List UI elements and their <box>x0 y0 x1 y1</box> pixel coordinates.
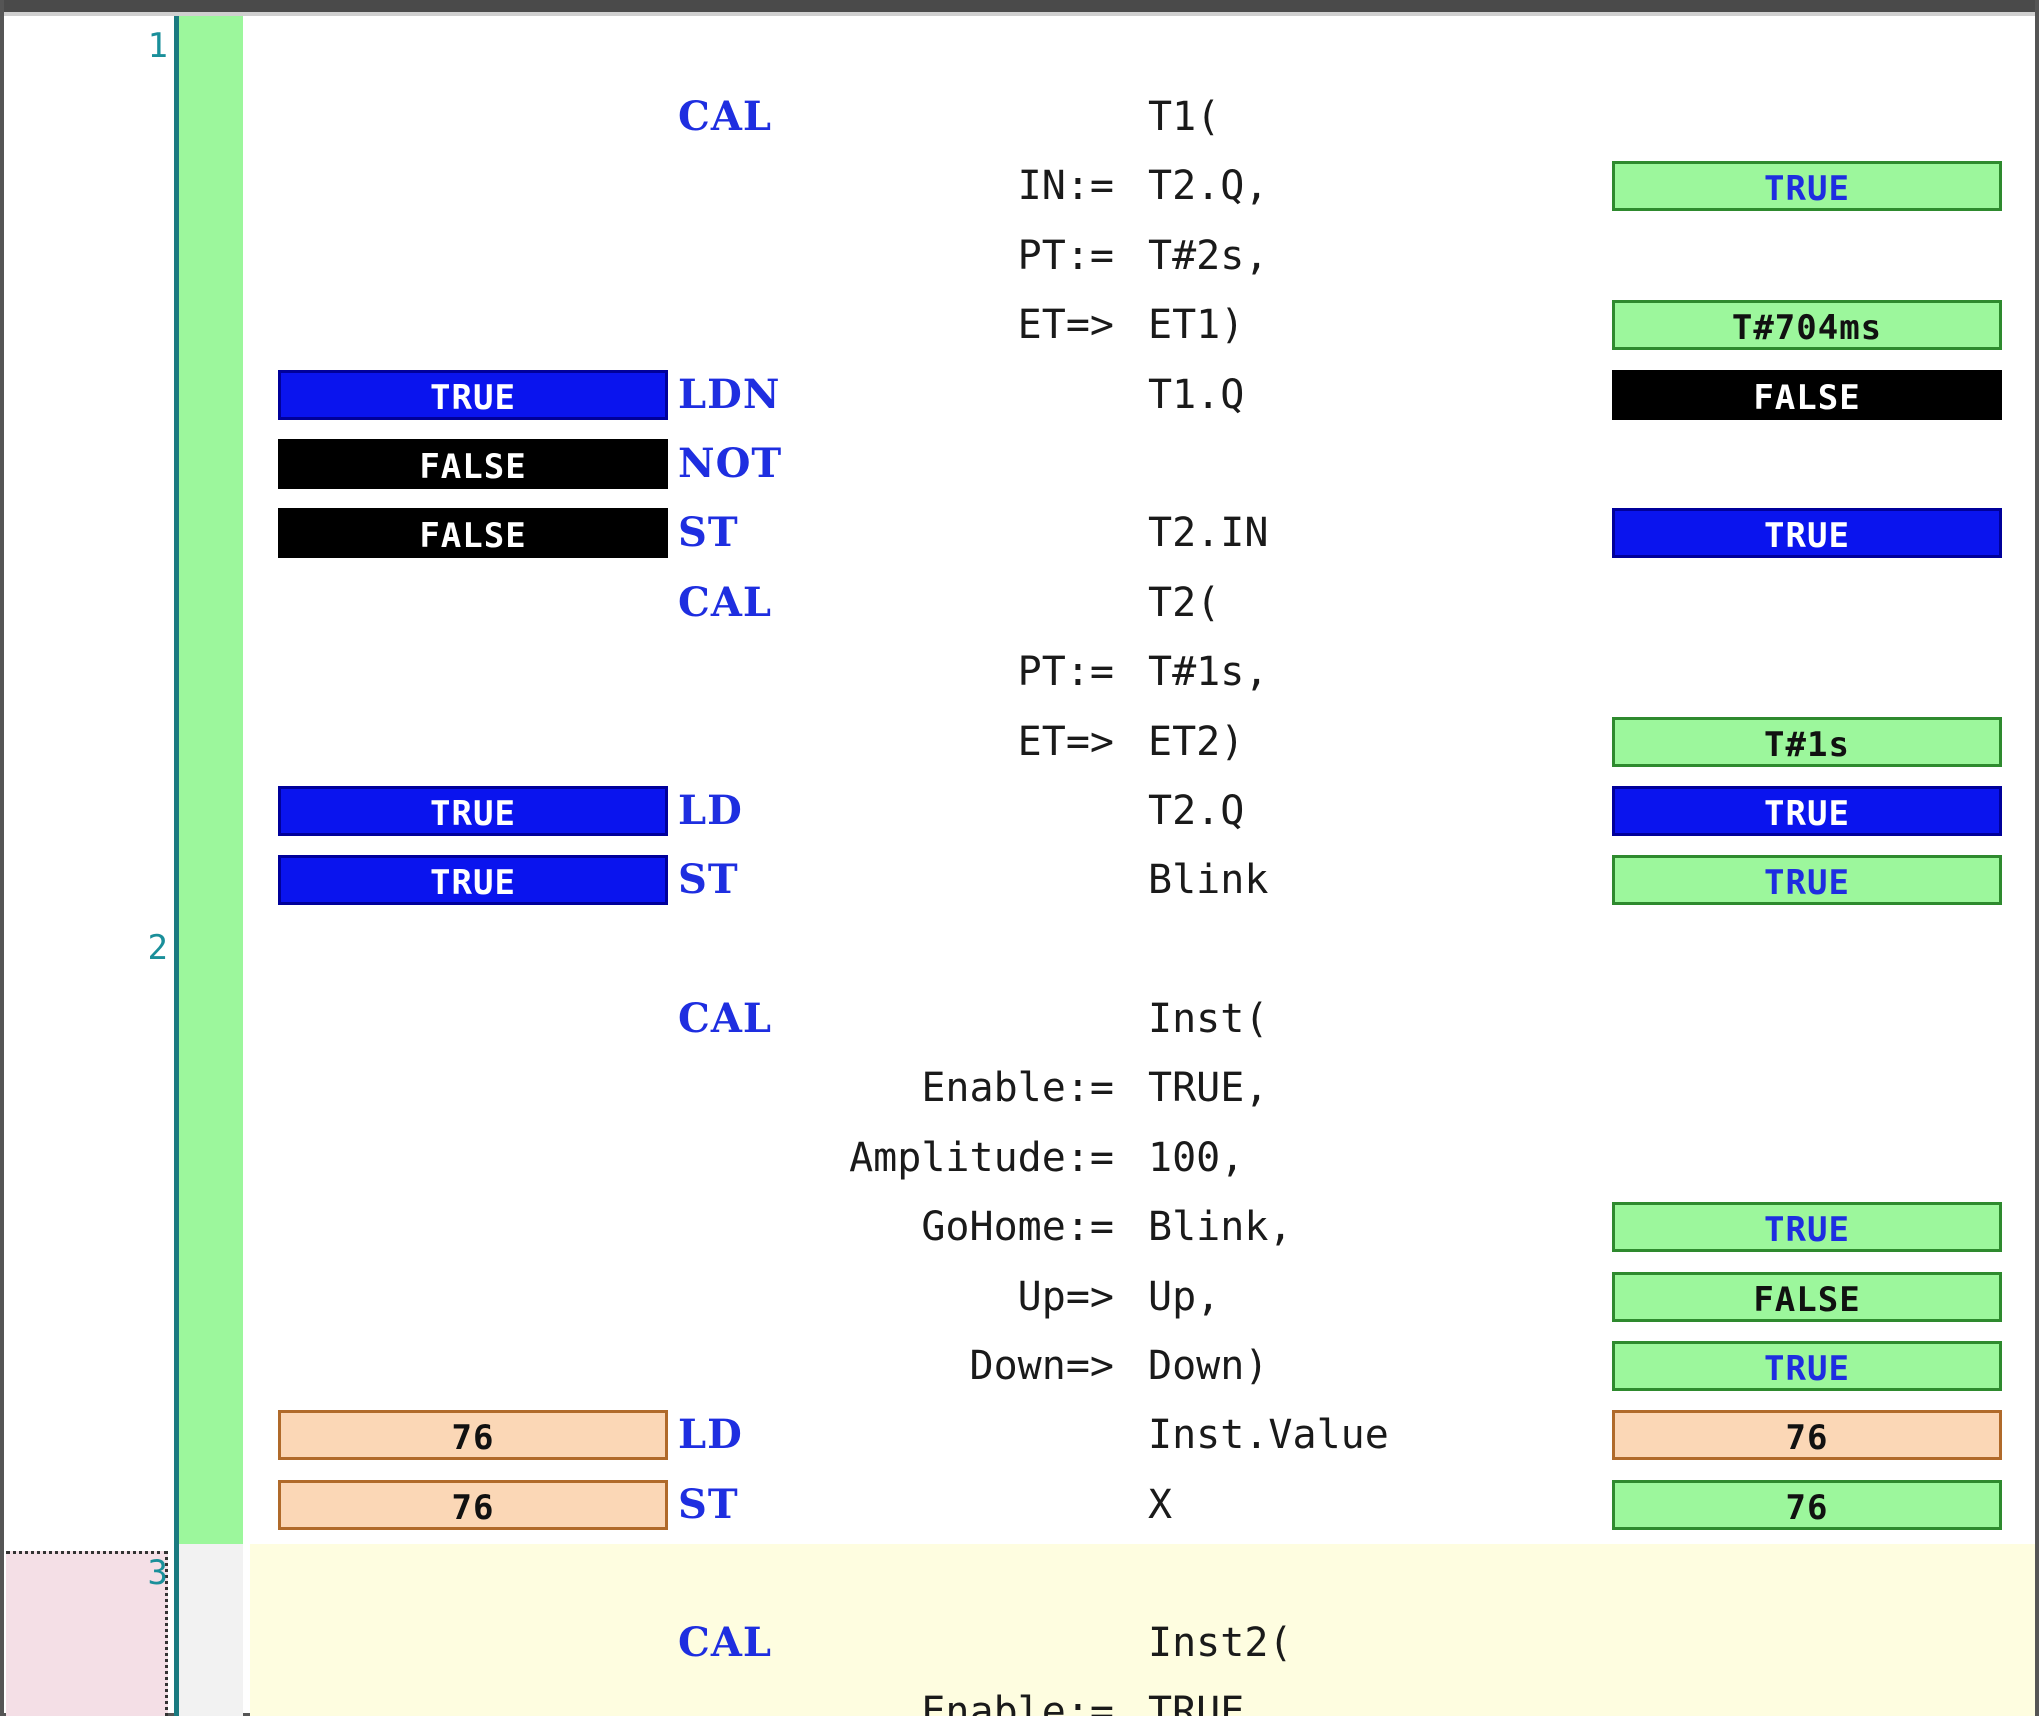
parameter-name: IN:= <box>1017 163 1114 209</box>
accumulator-value-box: TRUE <box>278 786 668 836</box>
parameter-name: Enable:= <box>921 1065 1114 1111</box>
code-line[interactable]: Enable:= TRUE, <box>0 1059 2039 1117</box>
operand-value-box: 76 <box>1612 1410 2002 1460</box>
parameter-name: ET=> <box>1017 719 1114 765</box>
network-number: 2 <box>147 928 168 968</box>
code-line[interactable]: Up=> Up, FALSE <box>0 1268 2039 1326</box>
network-1-active-marker <box>179 16 243 919</box>
instruction-operator: ST <box>678 509 739 556</box>
code-line[interactable]: Amplitude:= 100, <box>0 1129 2039 1187</box>
instruction-operand: X <box>1148 1482 1173 1528</box>
instruction-operand: Blink <box>1148 857 1269 903</box>
instruction-operand: ET1) <box>1148 302 1245 348</box>
top-border-shadow <box>0 12 2039 16</box>
code-line[interactable]: CAL Inst2( <box>0 1614 2039 1672</box>
accumulator-value-box: FALSE <box>278 508 668 558</box>
parameter-name: Down=> <box>969 1343 1115 1389</box>
instruction-operand: Blink, <box>1148 1204 1293 1250</box>
operand-value-box: FALSE <box>1612 370 2002 420</box>
instruction-operator: ST <box>678 856 739 903</box>
parameter-name: Enable:= <box>921 1689 1114 1716</box>
network-number: 1 <box>147 26 168 66</box>
instruction-operator: CAL <box>678 93 772 140</box>
left-border <box>0 0 4 1716</box>
instruction-operand: TRUE, <box>1148 1065 1269 1111</box>
instruction-operand: Down) <box>1148 1343 1269 1389</box>
instruction-operand: Inst.Value <box>1148 1412 1389 1458</box>
instruction-operand: T1.Q <box>1148 372 1245 418</box>
network-number: 3 <box>147 1553 168 1593</box>
instruction-operand: T#2s, <box>1148 233 1269 279</box>
instruction-operand: 100, <box>1148 1135 1245 1181</box>
instruction-operand: T2.IN <box>1148 510 1269 556</box>
accumulator-value-box: TRUE <box>278 855 668 905</box>
code-line[interactable]: ET=> ET1) T#704ms <box>0 296 2039 354</box>
operand-value-box: TRUE <box>1612 1202 2002 1252</box>
instruction-operator: CAL <box>678 579 772 626</box>
accumulator-value-box: 76 <box>278 1480 668 1530</box>
code-line[interactable]: Enable:= TRUE <box>0 1683 2039 1716</box>
operand-value-box: T#704ms <box>1612 300 2002 350</box>
parameter-name: PT:= <box>1017 649 1114 695</box>
top-border <box>0 0 2039 12</box>
accumulator-value-box: 76 <box>278 1410 668 1460</box>
code-line[interactable]: ST Blink TRUE TRUE <box>0 851 2039 909</box>
operand-value-box: T#1s <box>1612 717 2002 767</box>
operand-value-box: FALSE <box>1612 1272 2002 1322</box>
gutter-divider <box>174 16 179 1716</box>
code-line[interactable]: ST X 76 76 <box>0 1476 2039 1534</box>
operand-value-box: TRUE <box>1612 508 2002 558</box>
code-line[interactable]: IN:= T2.Q, TRUE <box>0 157 2039 215</box>
code-line[interactable]: ET=> ET2) T#1s <box>0 713 2039 771</box>
instruction-operand: Inst2( <box>1148 1620 1293 1666</box>
operand-value-box: TRUE <box>1612 1341 2002 1391</box>
instruction-operand: T#1s, <box>1148 649 1269 695</box>
instruction-operator: LD <box>678 1411 743 1458</box>
code-line[interactable]: LD Inst.Value 76 76 <box>0 1406 2039 1464</box>
instruction-operator: ST <box>678 1481 739 1528</box>
instruction-operand: ET2) <box>1148 719 1245 765</box>
code-line[interactable]: GoHome:= Blink, TRUE <box>0 1198 2039 1256</box>
instruction-operand: Inst( <box>1148 996 1269 1042</box>
right-border <box>2035 0 2039 1716</box>
network-3-marker <box>179 1544 243 1716</box>
instruction-operand: T2.Q, <box>1148 163 1269 209</box>
operand-value-box: TRUE <box>1612 786 2002 836</box>
code-line[interactable]: PT:= T#1s, <box>0 643 2039 701</box>
instruction-operator: CAL <box>678 1619 772 1666</box>
instruction-operator: LDN <box>678 371 781 418</box>
parameter-name: Amplitude:= <box>849 1135 1114 1181</box>
operand-value-box: TRUE <box>1612 161 2002 211</box>
code-line[interactable]: PT:= T#2s, <box>0 227 2039 285</box>
accumulator-value-box: TRUE <box>278 370 668 420</box>
parameter-name: GoHome:= <box>921 1204 1114 1250</box>
code-line[interactable]: CAL Inst( <box>0 990 2039 1048</box>
instruction-operand: T1( <box>1148 94 1221 140</box>
parameter-name: ET=> <box>1017 302 1114 348</box>
accumulator-value-box: FALSE <box>278 439 668 489</box>
code-line[interactable]: LD T2.Q TRUE TRUE <box>0 782 2039 840</box>
parameter-name: Up=> <box>1017 1274 1114 1320</box>
instruction-operator: NOT <box>678 440 783 487</box>
code-line[interactable]: LDN T1.Q TRUE FALSE <box>0 366 2039 424</box>
network-2-active-marker <box>179 919 243 1544</box>
instruction-operand: T2( <box>1148 580 1221 626</box>
network-3-body[interactable] <box>250 1544 2035 1716</box>
code-line[interactable]: ST T2.IN FALSE TRUE <box>0 504 2039 562</box>
parameter-name: PT:= <box>1017 233 1114 279</box>
code-line[interactable]: CAL T2( <box>0 574 2039 632</box>
instruction-operator: LD <box>678 787 743 834</box>
network-3-selection-gutter[interactable] <box>6 1551 168 1716</box>
instruction-operator: CAL <box>678 995 772 1042</box>
operand-value-box: 76 <box>1612 1480 2002 1530</box>
operand-value-box: TRUE <box>1612 855 2002 905</box>
instruction-operand: T2.Q <box>1148 788 1245 834</box>
instruction-operand: TRUE <box>1148 1689 1245 1716</box>
instruction-operand: Up, <box>1148 1274 1221 1320</box>
code-line[interactable]: Down=> Down) TRUE <box>0 1337 2039 1395</box>
code-line[interactable]: CAL T1( <box>0 88 2039 146</box>
